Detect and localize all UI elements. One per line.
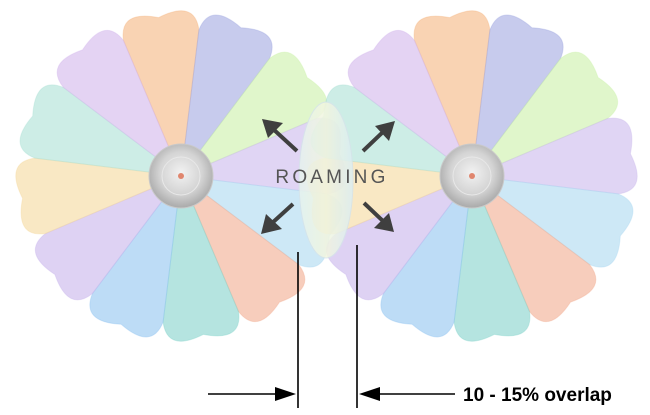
coverage-lobe [180,14,273,178]
arrow-icon [361,121,395,153]
coverage-lobe [470,117,638,195]
arrow-icon [362,201,394,232]
coverage-lobe [471,14,564,178]
coverage-lobe [453,174,531,342]
overlap-zone [298,101,354,259]
coverage-lobe [19,84,183,177]
coverage-lobe [122,10,200,178]
coverage-lobe [162,174,240,342]
coverage-lobe [470,175,634,268]
coverage-lobe [380,174,473,338]
arrow-icon [262,119,299,153]
arrow-icon [261,202,295,234]
coverage-lobe [179,174,306,323]
access-point-icon [148,143,214,209]
coverage-lobe [347,29,474,178]
coverage-lobe [56,29,183,178]
coverage-lobe [34,174,183,301]
coverage-pattern-left [15,10,347,342]
coverage-lobe [413,10,491,178]
access-point-icon [439,143,505,209]
coverage-lobe [89,174,182,338]
arrow-icon [208,387,296,401]
arrow-icon [359,387,455,401]
coverage-lobe [470,51,619,178]
coverage-lobe [15,157,183,235]
roaming-label: ROAMING [275,167,388,188]
coverage-pattern-right [306,10,638,342]
overlap-label: 10 - 15% overlap [463,385,612,406]
coverage-lobe [470,174,597,323]
